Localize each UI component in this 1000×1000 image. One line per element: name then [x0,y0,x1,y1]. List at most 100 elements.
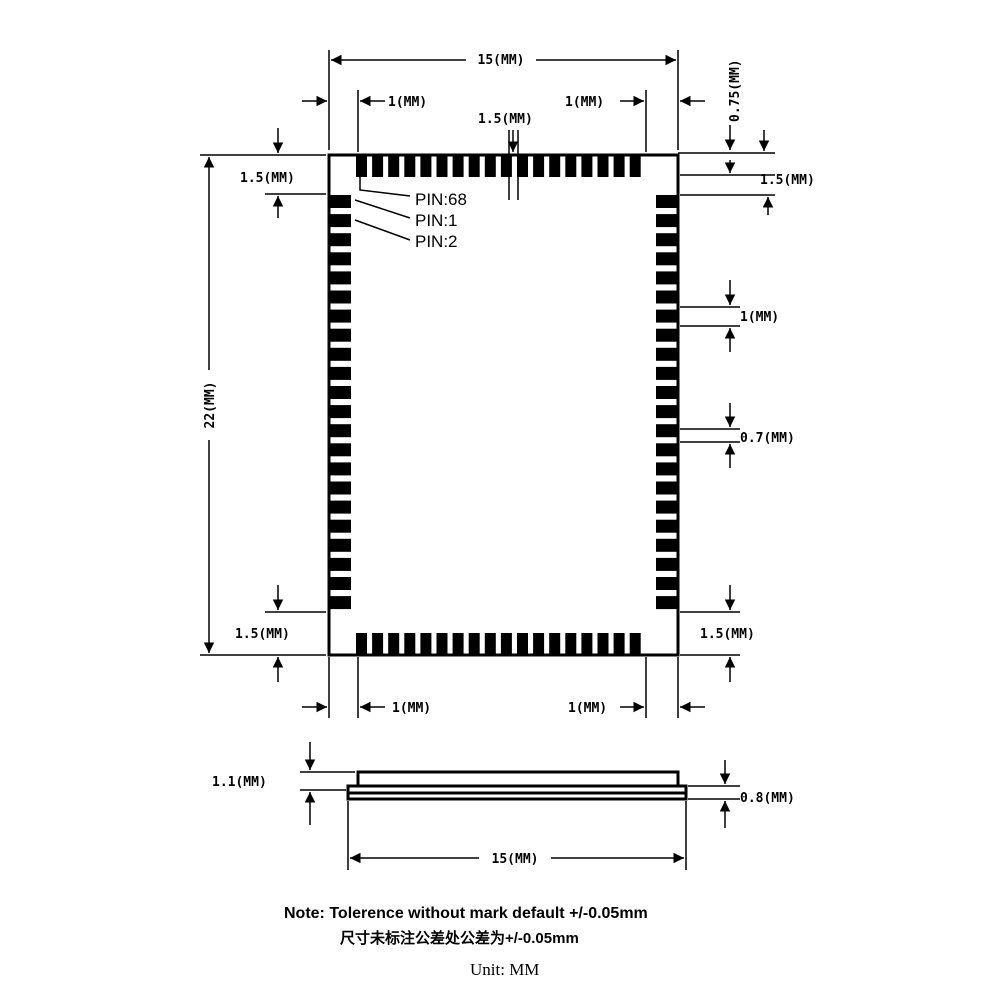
side-shield [356,770,680,788]
pad-top [613,155,625,177]
corner-thickness-label: 0.75(MM) [728,59,743,122]
pad-left [329,462,351,476]
notes: Note: Tolerence without mark default +/-… [284,905,648,979]
pad-left [329,596,351,610]
pad-right [656,596,678,610]
pad-top [452,155,464,177]
pad-bottom [420,633,432,655]
left-top-label: 1.5(MM) [240,171,295,186]
pad-bottom [533,633,545,655]
note-english: Note: Tolerence without mark default +/-… [284,905,648,922]
pad-left [329,405,351,419]
pad-top [404,155,416,177]
pad-bottom [549,633,561,655]
pad-right [656,405,678,419]
pad-bottom [629,633,641,655]
pad-bottom [484,633,496,655]
pad-left [329,557,351,571]
left-bottom-label: 1.5(MM) [235,627,290,642]
pad-bottom [404,633,416,655]
pad-right [656,557,678,571]
pad-top [581,155,593,177]
pad-left [329,481,351,495]
pad-right [656,462,678,476]
pad-right [656,347,678,361]
pad-left [329,309,351,323]
pad-left [329,386,351,399]
pad-top [356,155,367,177]
pad-left [329,366,351,380]
pad-top [517,155,528,177]
pad-left [329,214,351,228]
pad-right [656,366,678,380]
pads-right-column [656,195,678,610]
pad-top [484,155,496,177]
right-top-label: 1.5(MM) [760,173,815,188]
top-view: 15(MM) 1(MM) 1(MM) 1.5(MM) 0.75(MM) 22(M… [200,50,815,718]
pad-left [329,347,351,361]
pad-right [656,481,678,495]
pad-top [597,155,609,177]
pad-left [329,328,351,342]
right-bottom-label: 1.5(MM) [700,627,755,642]
pad-width-label: 1(MM) [740,310,779,325]
pad-bottom [517,633,528,655]
total-height-label: 1.1(MM) [212,775,267,790]
side-board-bottom [346,791,688,801]
pin1-label: PIN:1 [415,211,458,230]
bottom-left-label: 1(MM) [392,701,431,716]
pad-bottom [356,633,367,655]
pin2-leader [354,219,411,241]
pad-left [329,538,351,552]
side-width-label-bg [479,850,551,866]
pad-right [656,309,678,323]
pad-right [656,538,678,552]
pad-bottom [468,633,480,655]
pad-bottom [597,633,609,655]
pad-left [329,424,351,438]
width-label: 15(MM) [478,53,525,68]
pad-right [656,500,678,514]
pad-bottom [500,633,512,655]
pad-bottom [452,633,464,655]
pad-bottom [613,633,625,655]
pad-bottom [436,633,448,655]
pad-right [656,386,678,399]
pad-left [329,290,351,304]
top-right-offset-label: 1(MM) [565,95,604,110]
pad-right [656,424,678,438]
pad-left [329,233,351,247]
pin2-label: PIN:2 [415,232,458,251]
pad-left [329,519,351,533]
pads-top-row [356,155,641,177]
pad-right [656,577,678,590]
pad-right [656,195,678,208]
pad-left [329,443,351,457]
unit-label: Unit: MM [470,960,539,979]
pad-right [656,443,678,457]
pad-top [372,155,384,177]
pad-top [468,155,480,177]
side-width-label: 15(MM) [492,852,539,867]
pin68-label: PIN:68 [415,190,467,209]
note-chinese: 尺寸未标注公差处公差为+/-0.05mm [340,929,579,947]
pin1-leader [354,199,411,219]
pad-top [533,155,545,177]
width-label-bg [466,51,536,67]
pad-right [656,252,678,266]
pad-top [500,155,512,177]
pad-top [388,155,400,177]
pad-right [656,271,678,285]
pad-left [329,500,351,514]
pad-top [629,155,641,177]
pads-left-column [329,195,351,610]
pad-top [420,155,432,177]
bottom-right-label: 1(MM) [568,701,607,716]
pad-right [656,233,678,247]
pad-left [329,252,351,266]
top-center-label: 1.5(MM) [478,112,533,127]
pad-right [656,290,678,304]
pad-bottom [372,633,384,655]
pad-left [329,577,351,590]
